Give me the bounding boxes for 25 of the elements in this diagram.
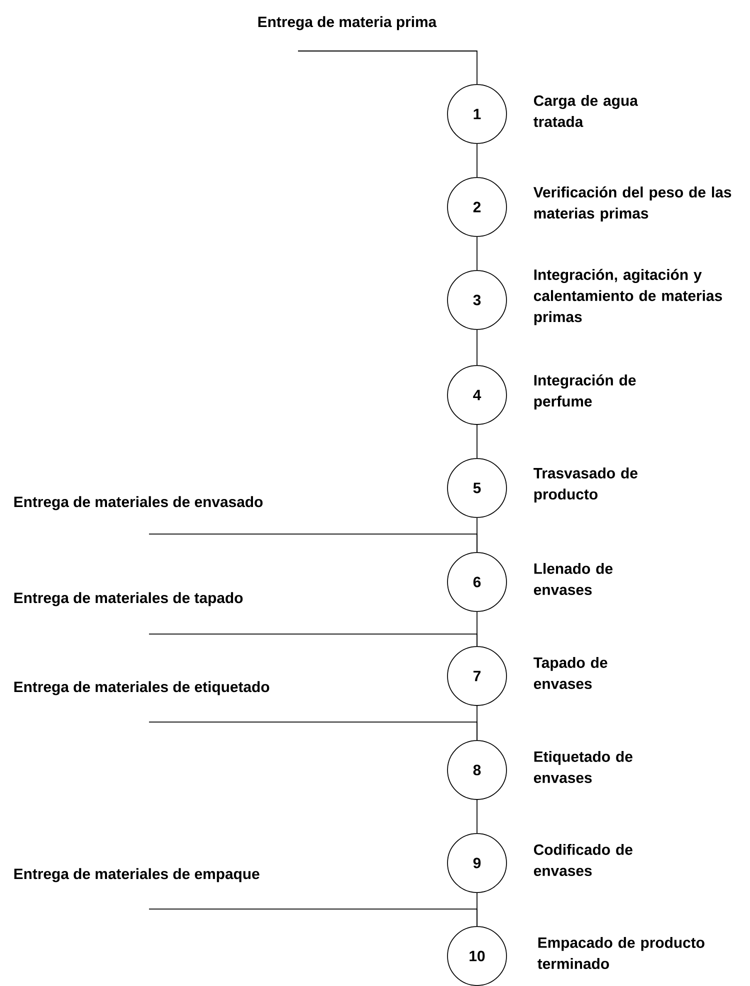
input-label: Entrega de materiales de etiquetado xyxy=(14,681,270,696)
step-label: Verificación del peso de las materias primas xyxy=(533,186,732,222)
step-label: Integración de perfume xyxy=(534,374,636,410)
connector-line xyxy=(148,722,478,741)
connector-line xyxy=(476,424,478,458)
connector-line xyxy=(476,800,478,834)
input-label: Entrega de materiales de empaque xyxy=(14,868,260,882)
connector-line xyxy=(476,330,478,366)
connector-line xyxy=(148,634,478,647)
input-label: Entrega de materia prima xyxy=(258,16,437,30)
connector-line xyxy=(476,144,478,178)
step-label: Etiquetado de envases xyxy=(534,750,632,784)
input-label: Entrega de materiales de tapado xyxy=(14,592,243,606)
step-label: Llenado de envases xyxy=(534,562,612,596)
connector-line xyxy=(298,50,478,84)
step-label: Codificado de envases xyxy=(534,844,632,876)
step-label: Trasvasado de producto xyxy=(534,468,638,502)
input-label: Entrega de materiales de envasado xyxy=(14,496,263,510)
step-label: Carga de agua tratada xyxy=(534,94,638,128)
connector-line xyxy=(476,236,478,270)
step-label: Integración, agitación y calentamiento de materias primas xyxy=(534,268,722,326)
step-label: Empacado de producto terminado xyxy=(538,936,704,970)
connector-line xyxy=(148,908,478,927)
step-label: Tapado de envases xyxy=(534,656,608,690)
connector-line xyxy=(148,534,478,553)
